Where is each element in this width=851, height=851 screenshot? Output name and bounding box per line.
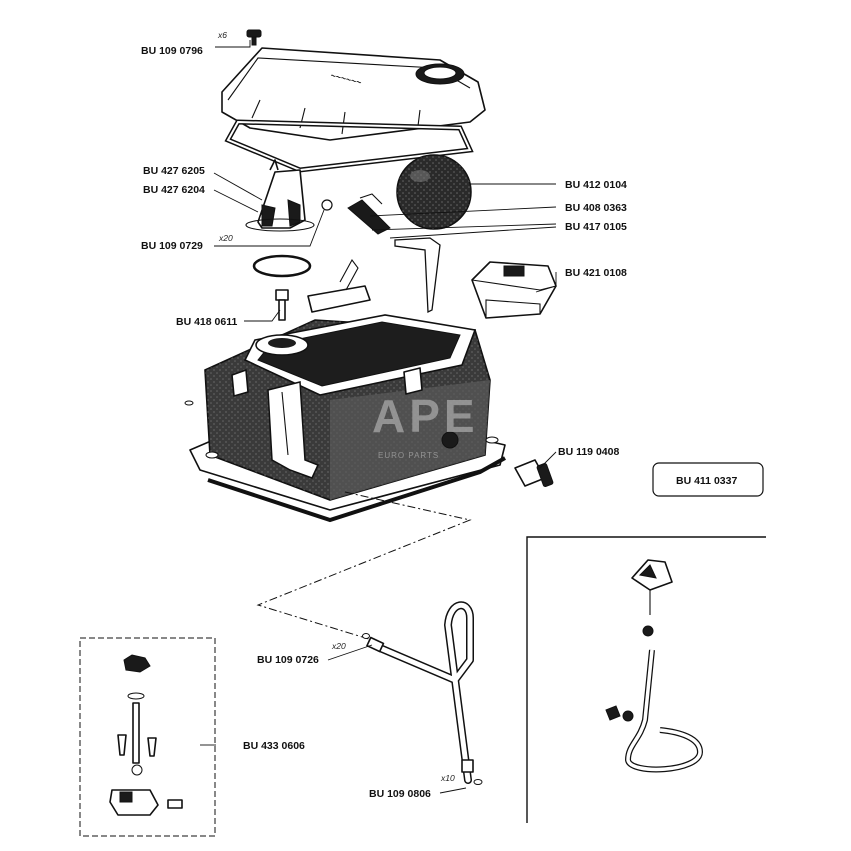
part-label-408-0363: BU 408 0363 [565, 202, 627, 214]
washer [321, 199, 333, 211]
float-lever [347, 193, 441, 314]
bolt [275, 289, 289, 321]
filter-bracket [245, 159, 315, 232]
small-washer [184, 400, 194, 406]
leader-lines [200, 40, 557, 794]
part-label-109-0806: BU 109 0806 [369, 788, 431, 800]
valve-kit-parts [109, 654, 183, 816]
part-label-411-0337: BU 411 0337 [676, 475, 737, 487]
pipe-route-line [256, 491, 472, 641]
lid-screw [246, 29, 262, 46]
part-label-418-0611: BU 418 0611 [176, 316, 237, 328]
part-label-412-0104: BU 412 0104 [565, 179, 627, 191]
part-label-433-0606: BU 433 0606 [243, 740, 305, 752]
part-label-109-0796: BU 109 0796 [141, 45, 203, 57]
part-label-427-6204: BU 427 6204 [143, 184, 205, 196]
part-label-421-0108: BU 421 0108 [565, 267, 627, 279]
watermark-tagline: EURO PARTS [378, 451, 439, 460]
qty-label-lid-screws: x6 [217, 30, 227, 40]
qty-label-pipe-fitting: x20 [331, 641, 346, 651]
inset-right-frame [526, 536, 766, 823]
qty-label-washer: x20 [218, 233, 233, 243]
watermark-logo: APE [372, 390, 479, 442]
part-label-109-0729: BU 109 0729 [141, 240, 203, 252]
part-box-411-0337 [652, 462, 764, 497]
part-label-109-0726: BU 109 0726 [257, 654, 319, 666]
part-label-427-6205: BU 427 6205 [143, 165, 205, 177]
inset-box-valve-kit [79, 637, 216, 837]
float-ball [396, 154, 472, 230]
alternate-outlet-assembly [605, 559, 704, 773]
qty-label-pipe-seal: x10 [440, 773, 455, 783]
watermark: APE EURO PARTS [372, 390, 479, 460]
part-label-119-0408: BU 119 0408 [558, 446, 619, 458]
part-label-417-0105: BU 417 0105 [565, 221, 627, 233]
tank-body [189, 314, 506, 511]
o-ring [252, 254, 312, 278]
lid-gasket [224, 119, 474, 173]
drain-fitting [514, 459, 554, 487]
tank-lid: ~~~~~~ [221, 47, 486, 141]
callout-labels: x6 BU 109 0796 BU 427 6205 BU 427 6204 x… [141, 30, 737, 800]
base-gasket [207, 456, 506, 523]
breather-tube [307, 258, 371, 313]
feed-pipe [362, 601, 483, 785]
